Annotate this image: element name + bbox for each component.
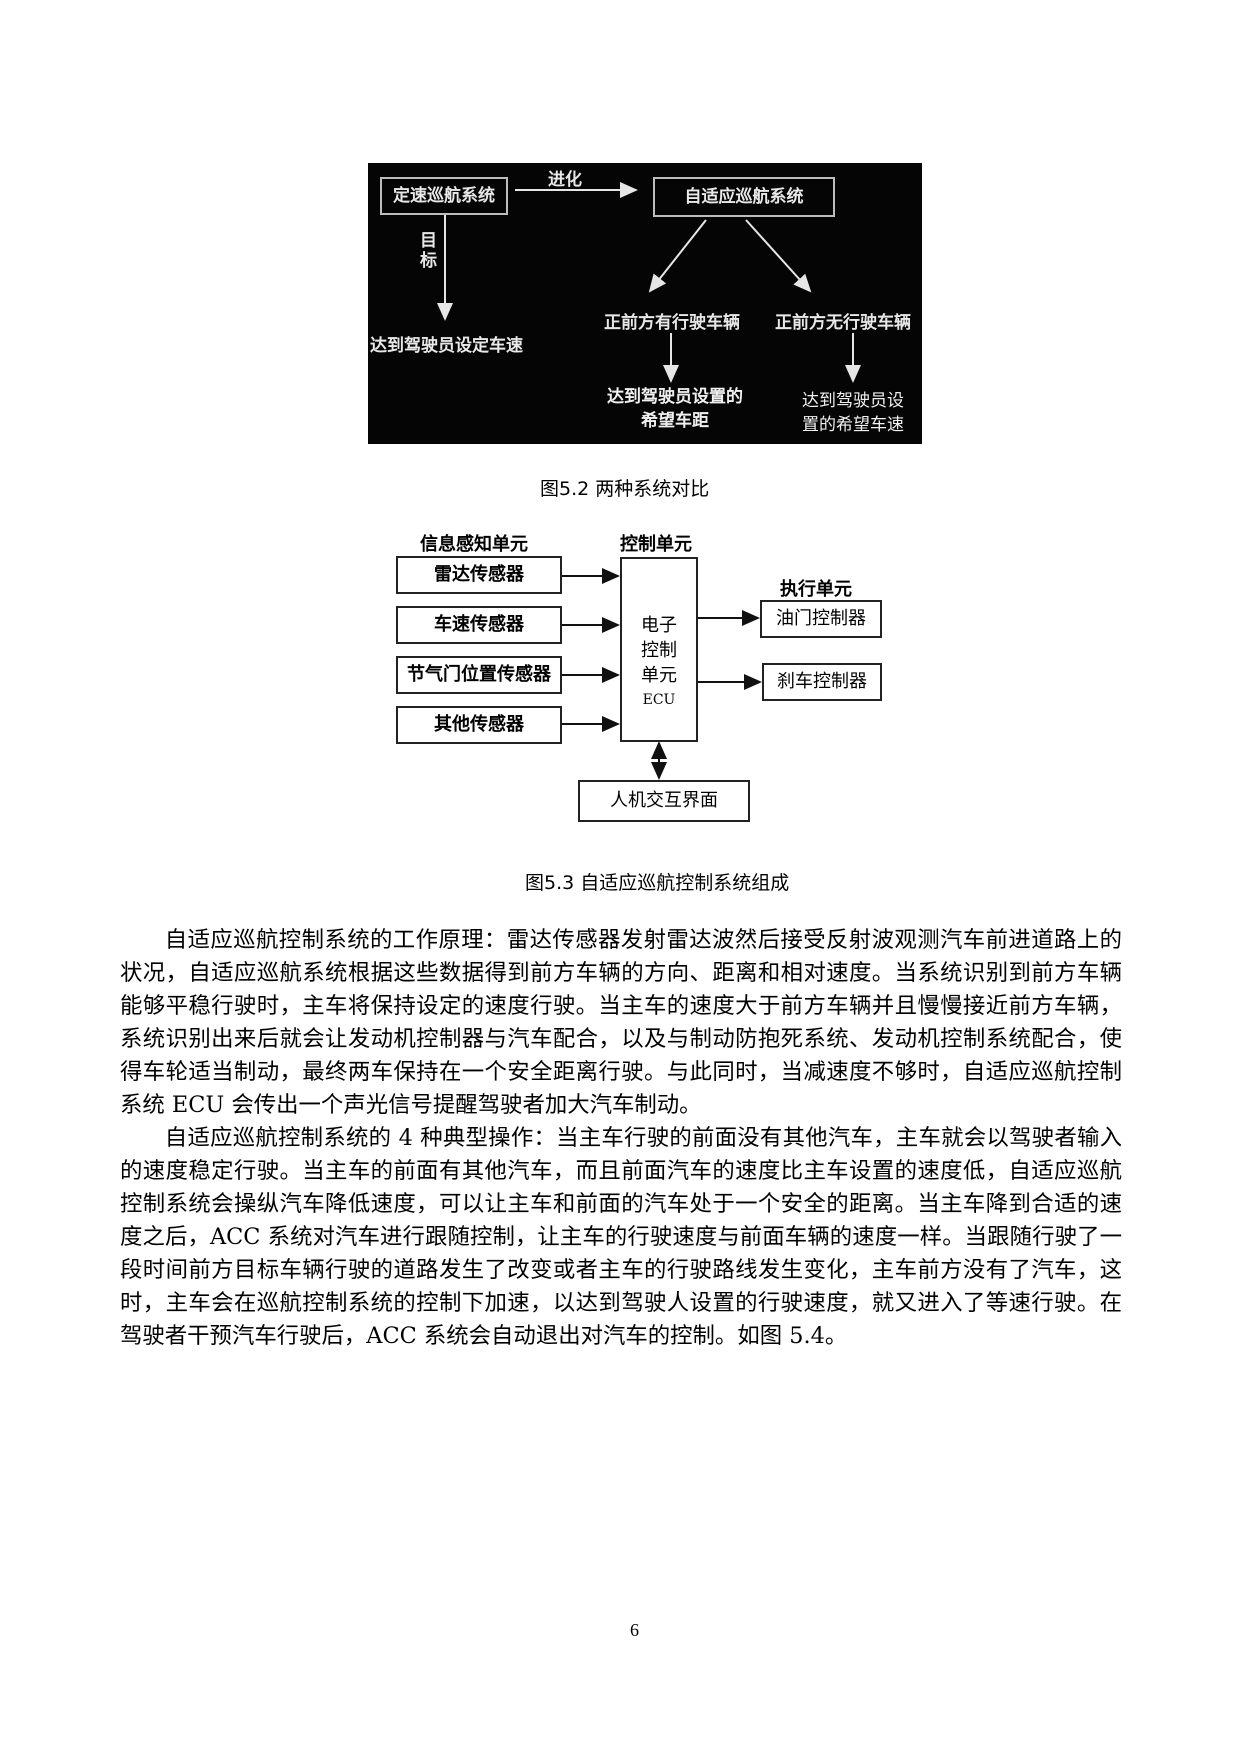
figure-5-3-arrows bbox=[562, 568, 762, 780]
throttle-controller: 油门控制器 bbox=[760, 600, 882, 638]
branch-1-result: 达到驾驶员设置的 希望车距 bbox=[600, 385, 750, 433]
paragraph-typical-operations: 自适应巡航控制系统的 4 种典型操作：当主车行驶的前面没有其他汽车，主车就会以驾… bbox=[120, 1125, 1122, 1349]
cruise-control-label: 定速巡航系统 bbox=[393, 186, 495, 206]
execution-unit-label: 执行单元 bbox=[780, 579, 852, 600]
target-label: 目标 bbox=[420, 231, 437, 271]
ecu-line-1: 电子 bbox=[641, 615, 677, 636]
adaptive-cruise-box: 自适应巡航系统 bbox=[653, 177, 835, 217]
ecu-line-3: 单元 bbox=[641, 665, 677, 686]
sensor-throttle-position: 节气门位置传感器 bbox=[396, 656, 562, 694]
ecu-line-2: 控制 bbox=[641, 640, 677, 661]
evolution-label: 进化 bbox=[548, 170, 582, 190]
adaptive-cruise-label: 自适应巡航系统 bbox=[684, 187, 804, 207]
sensor-speed: 车速传感器 bbox=[396, 606, 562, 644]
left-result-label: 达到驾驶员设定车速 bbox=[370, 336, 523, 356]
cruise-control-box: 定速巡航系统 bbox=[380, 177, 508, 215]
ecu-text: 电子 控制 单元 ECU bbox=[622, 613, 696, 713]
branch-2-result-line1: 达到驾驶员设 bbox=[802, 391, 904, 411]
branch-2-result-line2: 置的希望车速 bbox=[802, 415, 904, 435]
sensor-radar: 雷达传感器 bbox=[396, 556, 562, 594]
branch-1-result-line1: 达到驾驶员设置的 bbox=[607, 387, 743, 407]
figure-5-3-acc-composition: 信息感知单元 控制单元 执行单元 雷达传感器 车速传感器 节气门位置传感器 其他… bbox=[396, 534, 882, 822]
branch-2-result: 达到驾驶员设 置的希望车速 bbox=[788, 389, 918, 437]
ecu-box: 电子 控制 单元 ECU bbox=[620, 557, 698, 742]
paragraph-working-principle: 自适应巡航控制系统的工作原理：雷达传感器发射雷达波然后接受反射波观测汽车前进道路… bbox=[120, 927, 1122, 1118]
page-number: 6 bbox=[630, 1620, 639, 1640]
ecu-line-4: ECU bbox=[642, 692, 676, 708]
hmi-box: 人机交互界面 bbox=[578, 780, 750, 822]
sensing-unit-label: 信息感知单元 bbox=[420, 534, 528, 555]
body-text: 自适应巡航控制系统的工作原理：雷达传感器发射雷达波然后接受反射波观测汽车前进道路… bbox=[120, 924, 1122, 1353]
branch-1-result-line2: 希望车距 bbox=[641, 411, 709, 431]
control-unit-label: 控制单元 bbox=[620, 534, 692, 555]
branch-no-vehicle-ahead: 正前方无行驶车辆 bbox=[775, 313, 911, 333]
figure-5-2-caption: 图5.2 两种系统对比 bbox=[540, 478, 710, 500]
figure-5-2-system-comparison: 定速巡航系统 进化 自适应巡航系统 目标 达到驾驶员设定车速 正前方有行驶车辆 … bbox=[368, 163, 922, 444]
figure-5-3-caption: 图5.3 自适应巡航控制系统组成 bbox=[525, 872, 790, 894]
brake-controller: 刹车控制器 bbox=[762, 663, 882, 701]
figure-5-2-arrows bbox=[437, 182, 861, 383]
sensor-other: 其他传感器 bbox=[396, 706, 562, 744]
branch-vehicle-ahead: 正前方有行驶车辆 bbox=[604, 313, 740, 333]
